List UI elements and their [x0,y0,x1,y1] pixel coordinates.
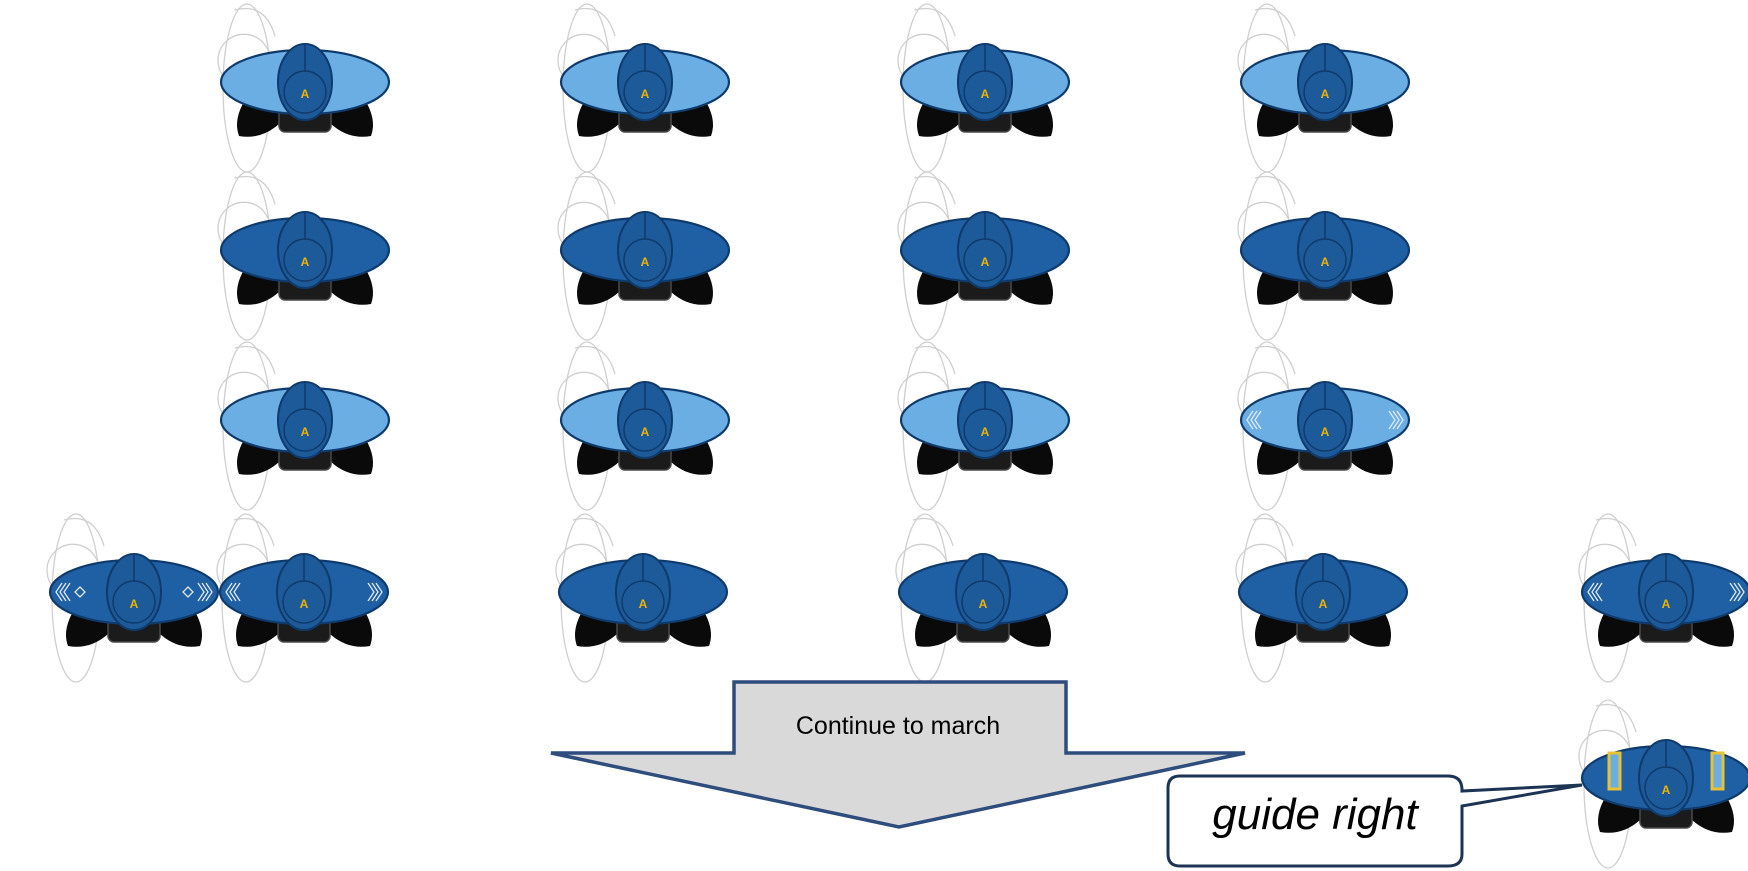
soldier-letter: A [1662,783,1671,797]
soldier-letter: A [979,597,988,611]
soldier: A [1578,699,1748,869]
callout-label: guide right [1212,790,1418,839]
soldier-letter: A [130,597,139,611]
soldier: A [1237,3,1411,173]
soldier: A [557,3,731,173]
soldier: A [557,341,731,511]
soldier: A [897,341,1071,511]
soldier: A [1578,513,1748,683]
soldier-letter: A [1321,255,1330,269]
soldier-letter: A [1321,87,1330,101]
soldier: A [216,513,390,683]
guide-callout [1166,774,1583,868]
soldier: A [555,513,729,683]
soldier-letter: A [1662,597,1671,611]
soldier-letter: A [1319,597,1328,611]
soldier-letter: A [981,255,990,269]
march-arrow [550,680,1246,829]
soldier-letter: A [981,87,990,101]
soldier: A [217,171,391,341]
soldier-letter: A [641,87,650,101]
soldier-letter: A [301,87,310,101]
soldier-letter: A [1321,425,1330,439]
soldier-letter: A [300,597,309,611]
chevron-marks [1246,410,1404,430]
soldier-letter: A [639,597,648,611]
soldier-letter: A [301,255,310,269]
chevron-marks [1587,582,1745,602]
soldier: A [1235,513,1409,683]
soldier: A [46,513,220,683]
soldier: A [897,171,1071,341]
soldier: A [217,3,391,173]
soldier: A [1237,341,1411,511]
soldier-letter: A [641,255,650,269]
soldier-letter: A [301,425,310,439]
arrow-label: Continue to march [795,712,1001,740]
soldier: A [557,171,731,341]
guide-markers [1607,751,1725,791]
soldier: A [1237,171,1411,341]
chevron-marks [225,582,383,602]
chevron-marks [55,582,213,602]
soldier: A [897,3,1071,173]
soldier: A [895,513,1069,683]
soldier-letter: A [641,425,650,439]
soldier: A [217,341,391,511]
soldier-letter: A [981,425,990,439]
